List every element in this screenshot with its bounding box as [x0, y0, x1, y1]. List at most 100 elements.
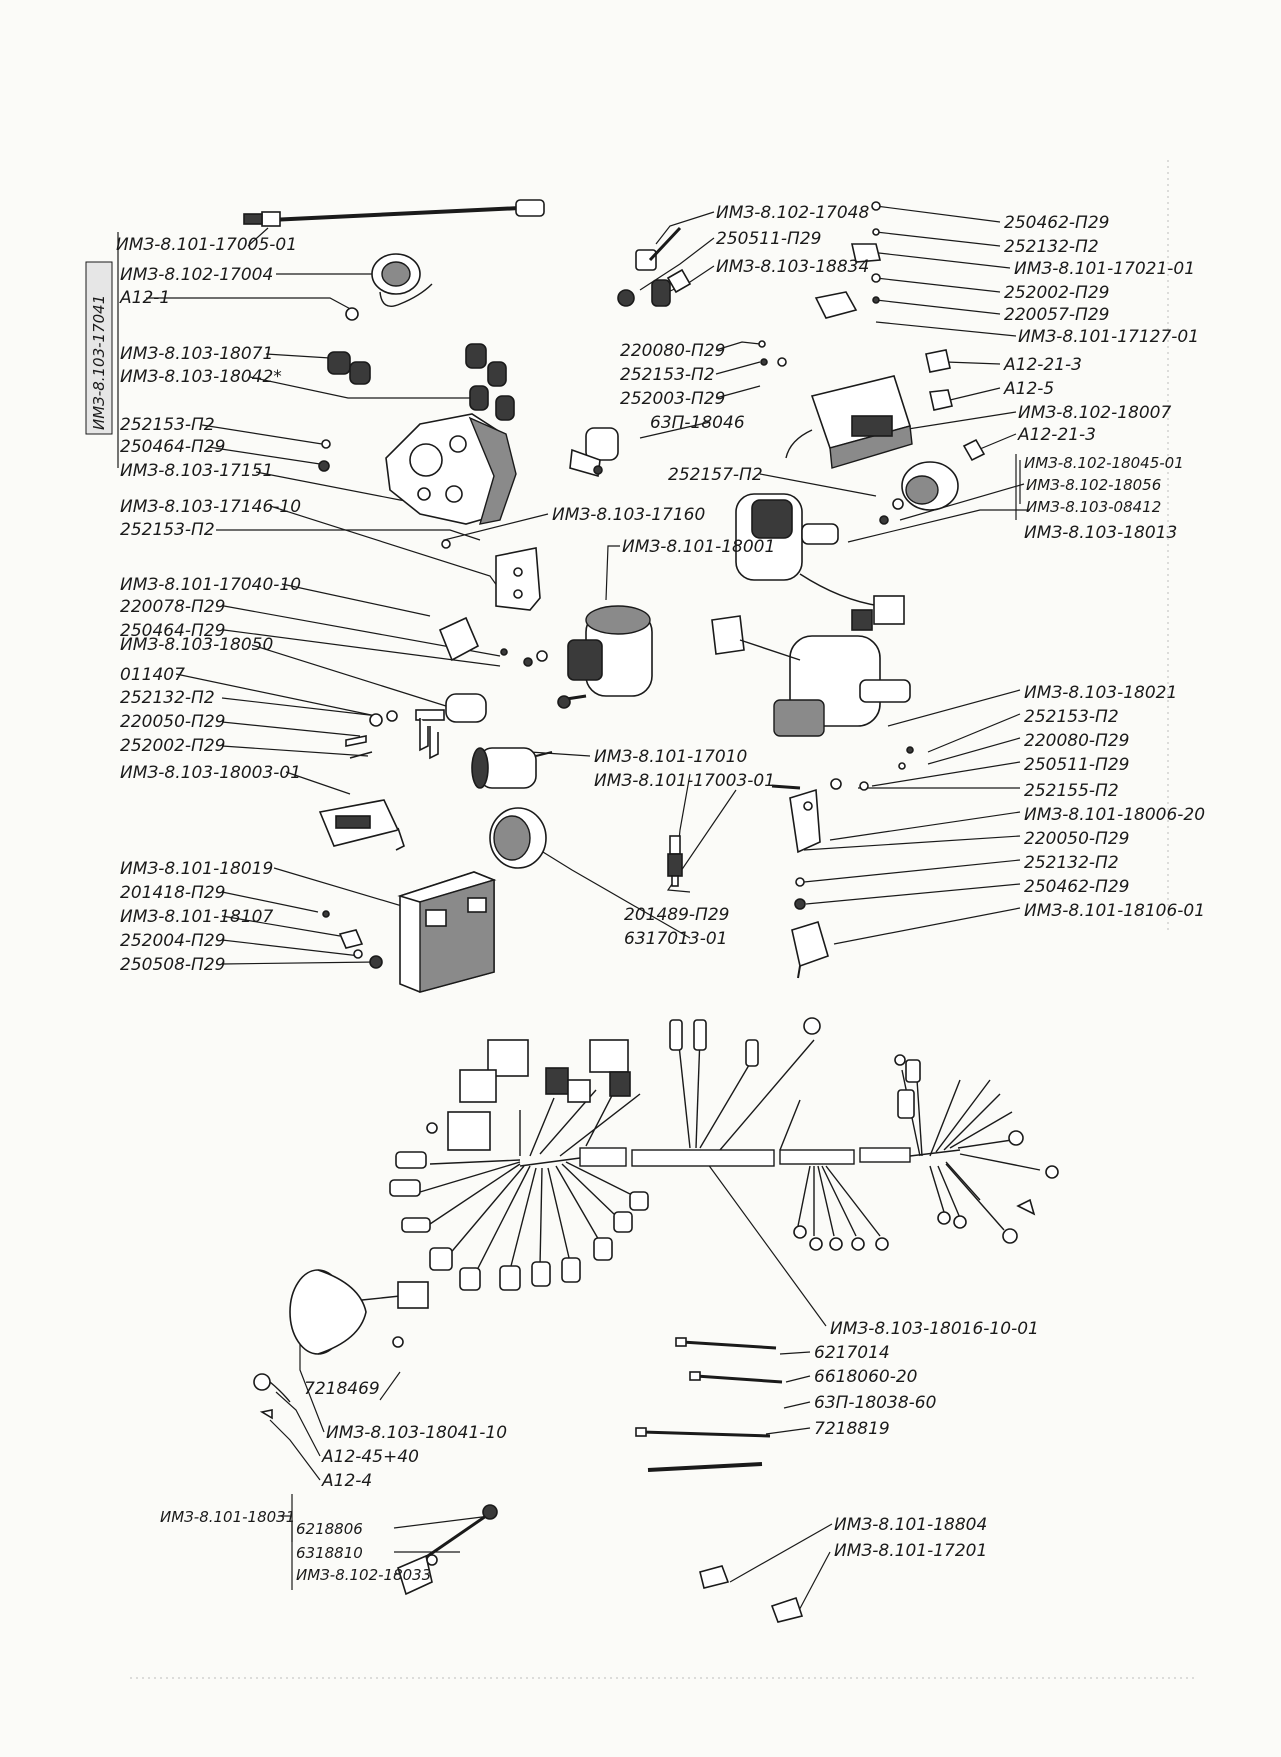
callout-label: ИМЗ-8.103-18003-01	[120, 763, 301, 783]
horn	[489, 807, 547, 869]
callout-label: А12-21-3	[1003, 355, 1082, 375]
callout-label: ИМЗ-8.103-18834	[716, 257, 869, 277]
callout-label: А12-45+40	[321, 1447, 419, 1467]
callout-label: ИМЗ-8.102-18033	[296, 1566, 431, 1584]
callout-label: 63П-18038-60	[814, 1393, 936, 1413]
callout-label: А12-4	[321, 1471, 372, 1491]
callout-label: ИМЗ-8.103-08412	[1026, 498, 1161, 516]
callout-label: ИМЗ-8.102-18007	[1018, 403, 1171, 423]
callout-label: ИМЗ-8.101-17005-01	[116, 235, 297, 255]
callout-label: А12-21-3	[1017, 425, 1096, 445]
callout-label: 6317013-01	[624, 929, 727, 949]
callout-label: 250511-П29	[716, 229, 821, 249]
callout-label: 7218819	[814, 1419, 890, 1439]
relay-unit	[438, 616, 548, 667]
callout-label: 252153-П2	[1024, 707, 1119, 727]
callout-label: 252153-П2	[120, 520, 215, 540]
callout-label: 6618060-20	[814, 1367, 917, 1387]
callout-label: 63П-18046	[650, 413, 745, 433]
callout-label: 252002-П29	[1004, 283, 1109, 303]
callout-label: 250462-П29	[1024, 877, 1129, 897]
side-label: ИМЗ-8.103-17041	[90, 295, 108, 430]
callout-label: А12-5	[1003, 379, 1054, 399]
callout-label: ИМЗ-8.101-18106-01	[1024, 901, 1205, 921]
callout-label: 6217014	[814, 1343, 890, 1363]
plug-cap	[617, 226, 787, 367]
fuse-holder	[814, 201, 882, 319]
callout-label: 250511-П29	[1024, 755, 1129, 775]
callout-label: ИМЗ-8.102-18045-01	[1024, 454, 1184, 472]
callout-label: 220080-П29	[1024, 731, 1129, 751]
callout-label: 201418-П29	[120, 883, 225, 903]
callout-label: 220050-П29	[1024, 829, 1129, 849]
callout-label: ИМЗ-8.101-18019	[120, 859, 273, 879]
callout-label: 252157-П2	[668, 465, 763, 485]
callout-label: ИМЗ-8.103-18042*	[120, 367, 282, 387]
callout-label: 252003-П29	[620, 389, 725, 409]
tail-light	[785, 375, 913, 469]
bottom-connectors	[699, 1565, 804, 1623]
callout-label: А12-1	[119, 288, 170, 308]
callout-label: ИМЗ-8.101-18001	[622, 537, 775, 557]
callout-label: ИМЗ-8.101-18107	[120, 907, 273, 927]
generator	[557, 605, 653, 709]
ignition-cable	[397, 1504, 498, 1596]
callout-label: ИМЗ-8.103-18050	[120, 635, 273, 655]
callout-label: ИМЗ-8.101-17021-01	[1014, 259, 1195, 279]
callout-label: ИМЗ-8.101-17040-10	[120, 575, 301, 595]
voltage-regulator	[318, 799, 405, 851]
side-label-box: ИМЗ-8.103-17041	[85, 261, 113, 435]
callout-label: ИМЗ-8.103-17160	[552, 505, 705, 525]
callout-label: 252155-П2	[1024, 781, 1119, 801]
callout-label: 250464-П29	[120, 621, 225, 641]
callout-label: 250462-П29	[1004, 213, 1109, 233]
mounting-bracket	[441, 539, 541, 611]
spark-plug	[667, 835, 683, 887]
terminal-connectors	[925, 349, 986, 462]
callout-label: 011407	[120, 665, 185, 685]
brake-light-switch	[771, 746, 914, 854]
callout-label: 220057-П29	[1004, 305, 1109, 325]
callout-label: ИМЗ-8.102-18056	[1026, 476, 1161, 494]
handlebar-switch-left	[735, 493, 905, 631]
instrument-panel	[318, 413, 517, 525]
headlight	[253, 1269, 429, 1420]
ignition-coil	[471, 747, 553, 789]
callout-label: ИМЗ-8.101-18006-20	[1024, 805, 1205, 825]
callout-label: 250464-П29	[120, 437, 225, 457]
gauge-unit	[345, 253, 433, 321]
callout-label: ИМЗ-8.103-18071	[120, 344, 273, 364]
neutral-switch	[791, 877, 829, 979]
wiring-harness	[389, 1017, 1059, 1291]
callout-label: ИМЗ-8.101-17201	[834, 1541, 987, 1561]
callout-label: ИМЗ-8.102-17004	[120, 265, 273, 285]
callout-label: ИМЗ-8.101-17127-01	[1018, 327, 1199, 347]
callout-label: ИМЗ-8.103-18016-10-01	[830, 1319, 1039, 1339]
callout-label: ИМЗ-8.103-18041-10	[326, 1423, 507, 1443]
callout-label: 252132-П2	[120, 688, 215, 708]
callout-label: 220080-П29	[620, 341, 725, 361]
speedometer-cable	[243, 199, 545, 227]
handlebar-switch-right	[711, 615, 911, 737]
callout-label: ИМЗ-8.101-17003-01	[594, 771, 775, 791]
callout-labels: ИМЗ-8.101-17005-01 ИМЗ-8.102-17004 А12-1…	[116, 203, 1205, 1584]
callout-label: 250508-П29	[120, 955, 225, 975]
callout-label: ИМЗ-8.102-17048	[716, 203, 869, 223]
callout-label: 220078-П29	[120, 597, 225, 617]
callout-label: 201489-П29	[624, 905, 729, 925]
indicator-lamp	[879, 461, 959, 525]
callout-label: 6218806	[296, 1520, 363, 1538]
callout-label: ИМЗ-8.101-18031	[160, 1508, 295, 1526]
callout-label: ИМЗ-8.103-18013	[1024, 523, 1177, 543]
callout-label: 252002-П29	[120, 736, 225, 756]
battery	[322, 871, 497, 993]
callout-label: 6318810	[296, 1544, 363, 1562]
callout-label: ИМЗ-8.103-17151	[120, 461, 273, 481]
callout-label: 7218469	[304, 1379, 380, 1399]
callout-label: 252153-П2	[120, 415, 215, 435]
callout-label: ИМЗ-8.103-18021	[1024, 683, 1177, 703]
cable-ties	[635, 1337, 783, 1472]
callout-label: 220050-П29	[120, 712, 225, 732]
